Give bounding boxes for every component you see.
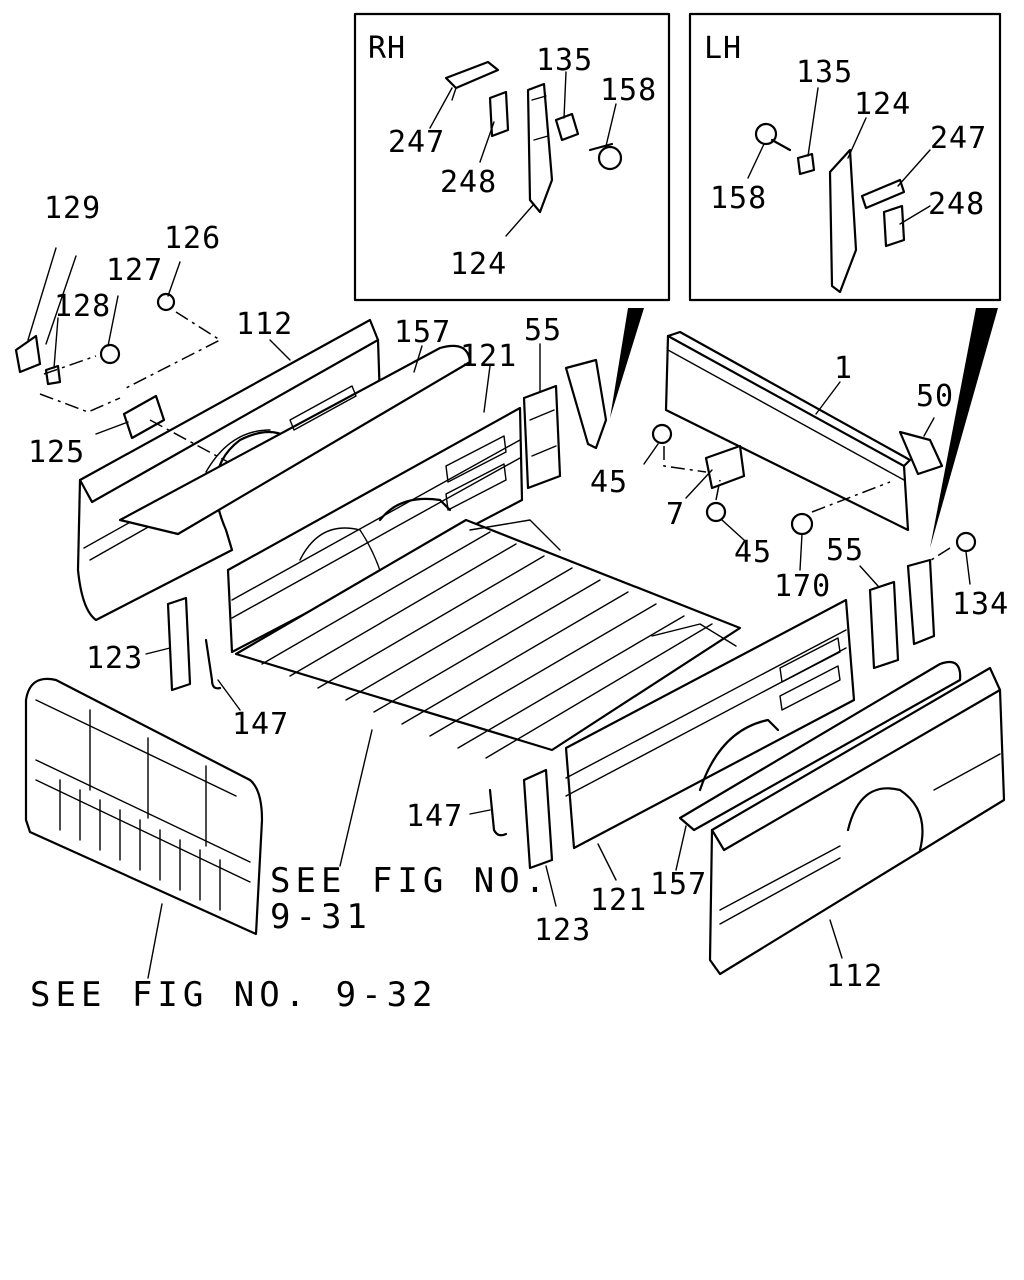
label-rh-247: 247 xyxy=(388,125,445,160)
left-bracket-123 xyxy=(166,596,192,692)
clip-128 xyxy=(44,364,62,386)
bolt-134 xyxy=(955,531,977,553)
plug-126 xyxy=(156,292,176,312)
label-55-left: 55 xyxy=(524,313,562,348)
rh-hinge-124 xyxy=(526,82,554,214)
label-127: 127 xyxy=(106,253,163,288)
right-bracket-123 xyxy=(522,768,554,870)
label-123-left: 123 xyxy=(86,641,143,676)
inset-rh-title: RH xyxy=(368,31,406,66)
rh-callout-pointer xyxy=(610,308,644,418)
front-panel-1 xyxy=(664,330,912,532)
nut-45-bottom xyxy=(705,501,727,523)
label-128: 128 xyxy=(54,289,111,324)
lh-nut-135 xyxy=(796,152,816,176)
label-rh-135: 135 xyxy=(536,43,593,78)
label-lh-248: 248 xyxy=(928,187,985,222)
bracket-125 xyxy=(122,394,166,440)
bolt-170 xyxy=(790,512,814,536)
inset-rh: RH 247 248 135 158 124 xyxy=(353,12,671,302)
lh-plate-248 xyxy=(882,204,906,248)
inset-lh-title: LH xyxy=(704,31,742,66)
label-lh-124: 124 xyxy=(854,87,911,122)
label-50: 50 xyxy=(916,379,954,414)
label-170: 170 xyxy=(774,569,831,604)
label-125: 125 xyxy=(28,435,85,470)
label-134: 134 xyxy=(952,587,1009,622)
right-stake-pocket-55 xyxy=(868,580,900,670)
label-7: 7 xyxy=(666,497,685,532)
bracket-7 xyxy=(704,444,746,490)
ref-floor-line1: SEE FIG NO. xyxy=(270,861,550,901)
label-121-right: 121 xyxy=(590,883,647,918)
right-handle-147 xyxy=(488,788,508,837)
bracket-50 xyxy=(898,430,944,476)
rh-plate-248 xyxy=(488,90,510,138)
label-147-right: 147 xyxy=(406,799,463,834)
inset-rh-frame xyxy=(353,12,671,302)
lh-callout-pointer xyxy=(930,308,998,548)
label-157-right: 157 xyxy=(650,867,707,902)
label-rh-124: 124 xyxy=(450,247,507,282)
left-handle-147 xyxy=(204,638,222,690)
label-55-right: 55 xyxy=(826,533,864,568)
label-lh-247: 247 xyxy=(930,121,987,156)
label-126: 126 xyxy=(164,221,221,256)
ref-floor-line2: 9-31 xyxy=(270,897,372,937)
label-157-left: 157 xyxy=(394,315,451,350)
cover-129 xyxy=(14,334,42,374)
right-outer-panel-112 xyxy=(708,666,1006,976)
rh-bolt-158 xyxy=(597,145,623,171)
left-rail-157 xyxy=(118,344,472,536)
ref-gate: SEE FIG NO. 9-32 xyxy=(30,975,438,1015)
label-lh-158: 158 xyxy=(710,181,767,216)
label-rh-248: 248 xyxy=(440,165,497,200)
right-hinge-bracket xyxy=(906,558,936,646)
rh-nut-135 xyxy=(554,112,580,142)
tail-gate xyxy=(24,677,264,936)
lh-bracket-247 xyxy=(860,178,906,210)
label-112-left: 112 xyxy=(236,307,293,342)
label-lh-135: 135 xyxy=(796,55,853,90)
label-123-right: 123 xyxy=(534,913,591,948)
label-rh-158: 158 xyxy=(600,73,657,108)
lh-bolt-158 xyxy=(754,122,778,146)
label-45-bottom: 45 xyxy=(734,535,772,570)
inset-lh: LH 135 124 247 158 248 xyxy=(688,12,1002,302)
left-stake-pocket-55 xyxy=(522,384,562,490)
label-1: 1 xyxy=(834,351,853,386)
label-112-right: 112 xyxy=(826,959,883,994)
bolt-45-top xyxy=(651,423,673,445)
label-121-left: 121 xyxy=(460,339,517,374)
bolt-127 xyxy=(99,343,121,365)
rh-bracket-247 xyxy=(444,60,500,90)
left-hinge-bracket xyxy=(564,358,608,450)
inset-lh-frame xyxy=(688,12,1002,302)
label-129: 129 xyxy=(44,191,101,226)
right-inner-panel-121 xyxy=(564,598,856,850)
lh-hinge-124 xyxy=(828,148,858,294)
label-147-left: 147 xyxy=(232,707,289,742)
right-rail-157 xyxy=(678,660,962,832)
label-45-top: 45 xyxy=(590,465,628,500)
